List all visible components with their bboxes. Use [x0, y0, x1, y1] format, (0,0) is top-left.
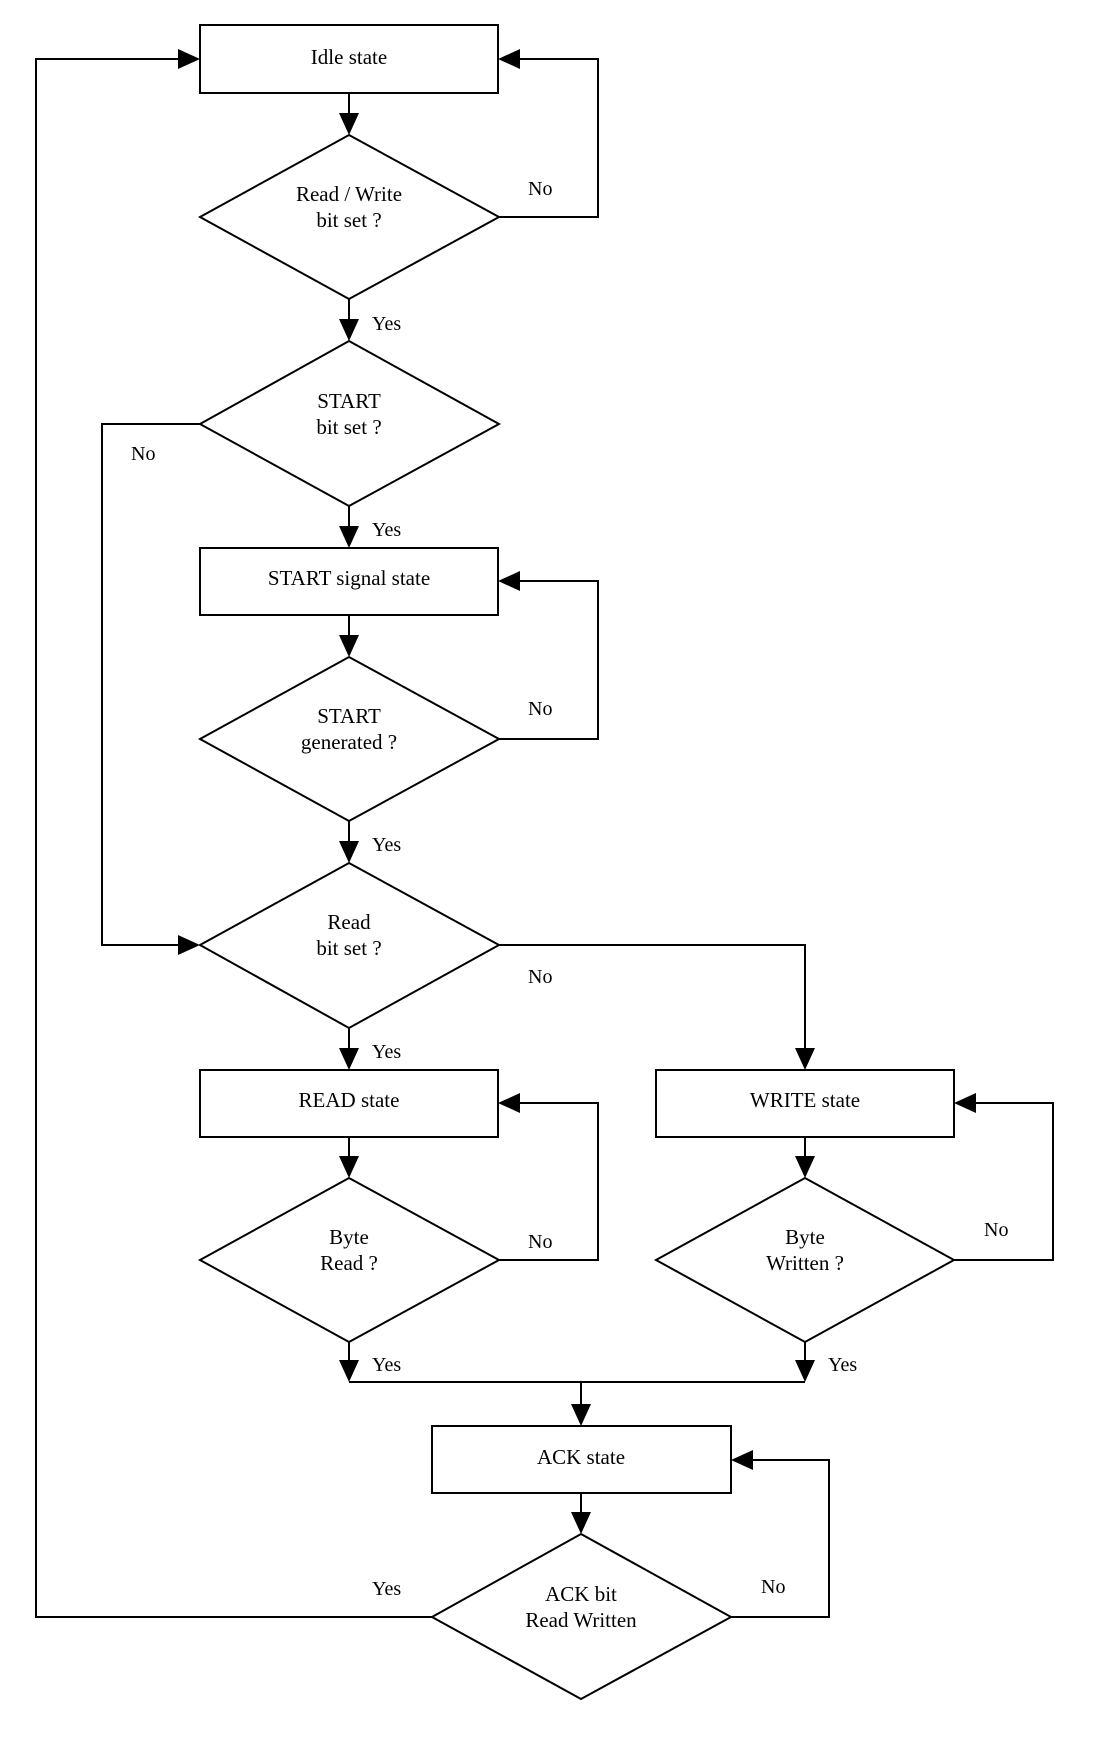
- arrowhead-left: [731, 1450, 753, 1470]
- arrowhead-down: [795, 1156, 815, 1178]
- connector-rw-no-loop: [499, 58, 599, 218]
- ack-state-label: ACK state: [537, 1445, 625, 1469]
- rw-no-label: No: [528, 178, 552, 200]
- arrowhead-down: [339, 526, 359, 548]
- byte-written-no-label: No: [984, 1219, 1008, 1241]
- arrowhead-down: [339, 635, 359, 657]
- ack-bit-label-line2: Read Written: [525, 1608, 637, 1632]
- connector-byte-written-no-loop: [954, 1102, 1054, 1261]
- read-state-label: READ state: [299, 1088, 400, 1112]
- ack-bit-decision: [429, 1532, 734, 1701]
- arrowhead-down: [339, 319, 359, 341]
- connector-byte-read-no-loop: [499, 1102, 599, 1261]
- byte-written-label: Byte: [785, 1225, 825, 1249]
- byte-read-yes-label: Yes: [372, 1354, 401, 1376]
- byte-read-label: Byte: [329, 1225, 369, 1249]
- idle-state-label: Idle state: [311, 45, 387, 69]
- write-state-box: [655, 1069, 955, 1138]
- write-state-label: WRITE state: [750, 1088, 860, 1112]
- arrowhead-down: [795, 1360, 815, 1382]
- read-bit-label-line2: bit set ?: [316, 936, 381, 960]
- read-bit-yes-label: Yes: [372, 1041, 401, 1063]
- arrowhead-down: [339, 841, 359, 863]
- ack-no-label: No: [761, 1576, 785, 1598]
- arrowhead-down: [339, 113, 359, 135]
- read-state-box: [199, 1069, 499, 1138]
- arrowhead-left: [498, 571, 520, 591]
- start-generated-label-line2: generated ?: [301, 730, 397, 754]
- byte-read-label-line2: Read ?: [320, 1251, 378, 1275]
- read-bit-label: Read: [327, 910, 371, 934]
- connector-read-bit-no: [499, 944, 806, 1050]
- arrowhead-left: [498, 1093, 520, 1113]
- connector-ack-yes-loop: [35, 58, 432, 1618]
- arrowhead-down: [339, 1156, 359, 1178]
- ack-yes-label: Yes: [372, 1578, 401, 1600]
- connector-start-bit-no: [101, 423, 200, 946]
- rw-bit-label-line2: bit set ?: [316, 208, 381, 232]
- arrowhead-right: [178, 49, 200, 69]
- rw-bit-label: Read / Write: [296, 182, 402, 206]
- arrowhead-down: [339, 1360, 359, 1382]
- arrowhead-down: [339, 1048, 359, 1070]
- arrowhead-left: [498, 49, 520, 69]
- idle-state-box: [199, 24, 499, 94]
- start-bit-yes-label: Yes: [372, 519, 401, 541]
- byte-written-yes-label: Yes: [828, 1354, 857, 1376]
- ack-bit-label: ACK bit: [545, 1582, 617, 1606]
- start-bit-label: START: [317, 389, 381, 413]
- arrowhead-left: [954, 1093, 976, 1113]
- start-generated-label: START: [317, 704, 381, 728]
- arrowhead-down: [795, 1048, 815, 1070]
- ack-state-box: [431, 1425, 732, 1494]
- start-gen-yes-label: Yes: [372, 834, 401, 856]
- connector-start-gen-no-loop: [499, 580, 599, 740]
- connector-ack-no-loop: [731, 1459, 830, 1618]
- start-bit-no-label: No: [131, 443, 155, 465]
- rw-yes-label: Yes: [372, 313, 401, 335]
- byte-read-no-label: No: [528, 1231, 552, 1253]
- arrowhead-down: [571, 1512, 591, 1534]
- arrowhead-down: [571, 1404, 591, 1426]
- read-bit-no-label: No: [528, 966, 552, 988]
- arrowhead-right: [178, 935, 200, 955]
- start-gen-no-label: No: [528, 698, 552, 720]
- byte-written-label-line2: Written ?: [766, 1251, 844, 1275]
- start-bit-label-line2: bit set ?: [316, 415, 381, 439]
- start-signal-label: START signal state: [268, 566, 430, 590]
